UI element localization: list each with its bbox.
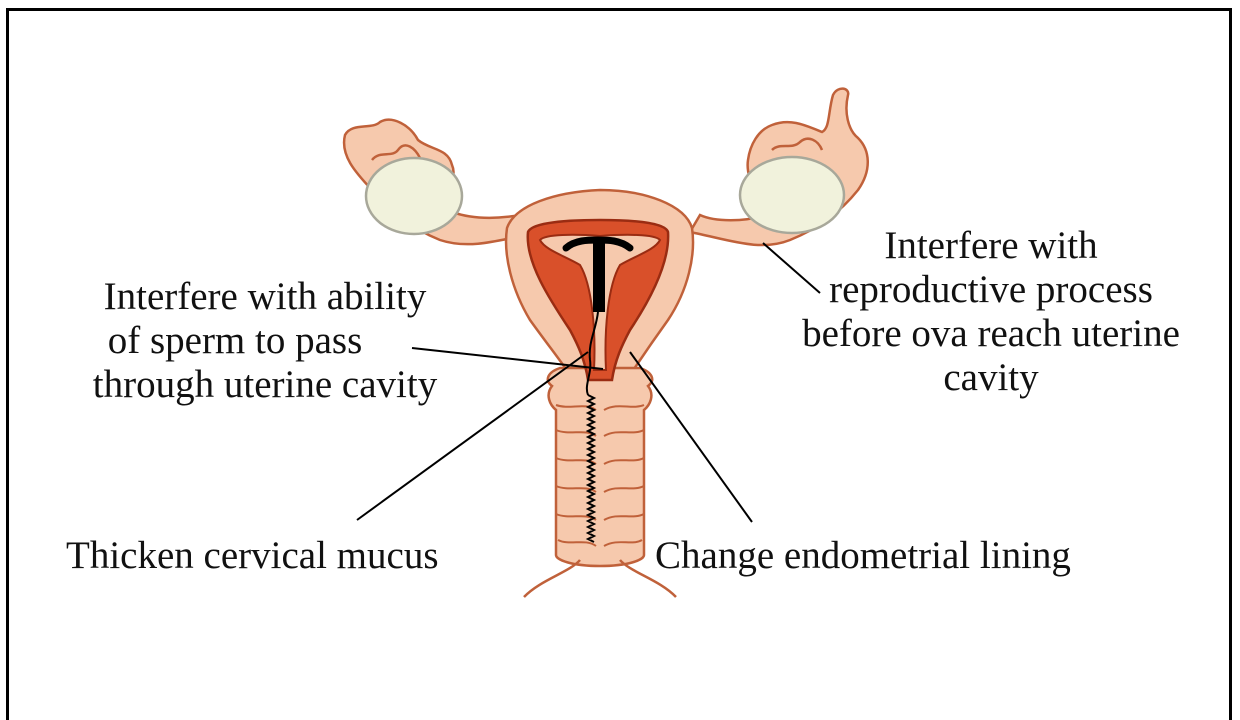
label-reproductive-line-2: reproductive process <box>776 268 1206 312</box>
label-cervical-mucus: Thicken cervical mucus <box>66 534 456 578</box>
leader-endometrial-lining <box>630 352 752 522</box>
cervix <box>548 368 652 566</box>
label-reproductive-line-3: before ova reach uterine <box>776 312 1206 356</box>
label-reproductive-line-4: cavity <box>776 356 1206 400</box>
label-reproductive-line-1: Interfere with <box>776 224 1206 268</box>
label-sperm-passage: Interfere with ability of sperm to pass … <box>90 275 440 407</box>
right-ovary <box>740 157 844 233</box>
left-ovary <box>366 158 462 234</box>
label-sperm-passage-line-1: Interfere with ability <box>90 275 440 319</box>
label-sperm-passage-line-2: of sperm to pass <box>90 319 440 363</box>
label-sperm-passage-line-3: through uterine cavity <box>90 363 440 407</box>
label-endometrial-lining: Change endometrial lining <box>655 534 1095 578</box>
label-reproductive-process: Interfere with reproductive process befo… <box>776 224 1206 400</box>
